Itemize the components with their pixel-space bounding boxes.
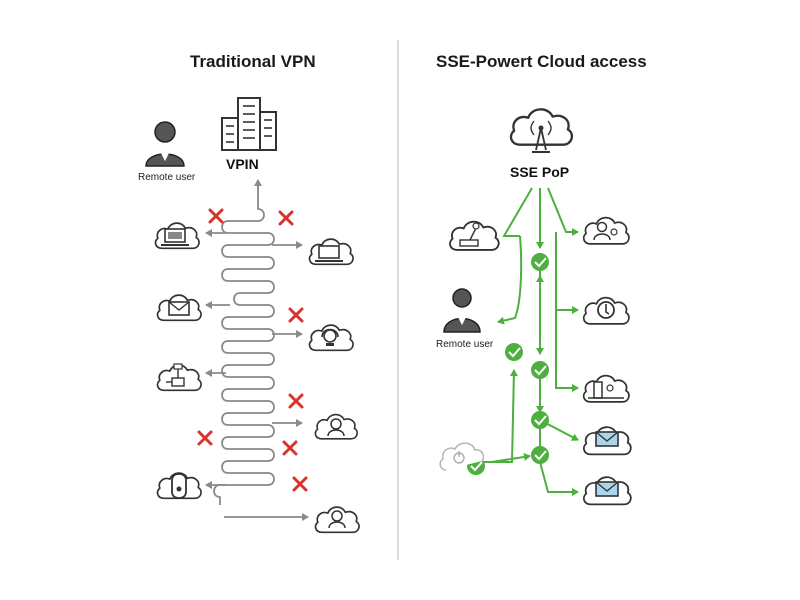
sse-direct-paths bbox=[482, 187, 579, 496]
blocked-x-marks bbox=[197, 208, 308, 492]
red-x-icon bbox=[278, 210, 294, 226]
sse-cloud-access-title: SSE-Powert Cloud access bbox=[436, 52, 647, 71]
cloud-shield-icon bbox=[582, 296, 630, 325]
check-circle-icon bbox=[531, 361, 549, 379]
right-remote-user-label: Remote user bbox=[436, 339, 494, 350]
red-x-icon bbox=[292, 476, 308, 492]
cloud-laptop-icon bbox=[308, 238, 355, 266]
vpn-hairpin-path bbox=[213, 186, 275, 505]
cloud-tower-icon bbox=[509, 108, 574, 153]
cloud-mail-icon bbox=[582, 426, 632, 456]
person-icon bbox=[443, 288, 481, 333]
check-circle-icon bbox=[531, 446, 549, 464]
cloud-users-icon bbox=[582, 216, 630, 245]
cloud-mail-icon bbox=[582, 476, 632, 506]
building-icon bbox=[221, 97, 277, 151]
cloud-lock-icon bbox=[156, 472, 203, 500]
sse-pop-label: SSE PoP bbox=[510, 164, 570, 180]
check-circle-icon bbox=[505, 343, 523, 361]
check-circle-icon bbox=[531, 253, 549, 271]
check-circle-icon bbox=[531, 411, 549, 429]
red-x-icon bbox=[208, 208, 224, 224]
red-x-icon bbox=[288, 393, 304, 409]
cloud-desk-icon bbox=[582, 374, 630, 403]
cloud-support-icon bbox=[314, 413, 359, 440]
check-marks bbox=[467, 253, 549, 475]
red-x-icon bbox=[282, 440, 298, 456]
red-x-icon bbox=[197, 430, 213, 446]
cloud-agent-icon bbox=[314, 506, 361, 534]
cloud-network-icon bbox=[448, 220, 500, 251]
cloud-power-icon bbox=[439, 442, 485, 471]
cloud-headset-icon bbox=[308, 324, 355, 352]
vpn-spoke-arrows bbox=[205, 229, 309, 521]
cloud-mail-icon bbox=[156, 294, 203, 322]
cloud-network-icon bbox=[156, 363, 203, 392]
traditional-vpn-title: Traditional VPN bbox=[190, 52, 316, 71]
left-remote-user-label: Remote user bbox=[138, 172, 196, 183]
red-x-icon bbox=[288, 307, 304, 323]
cloud-laptop-icon bbox=[154, 222, 201, 250]
vpn-label: VPIN bbox=[226, 156, 259, 172]
person-icon bbox=[145, 121, 185, 167]
